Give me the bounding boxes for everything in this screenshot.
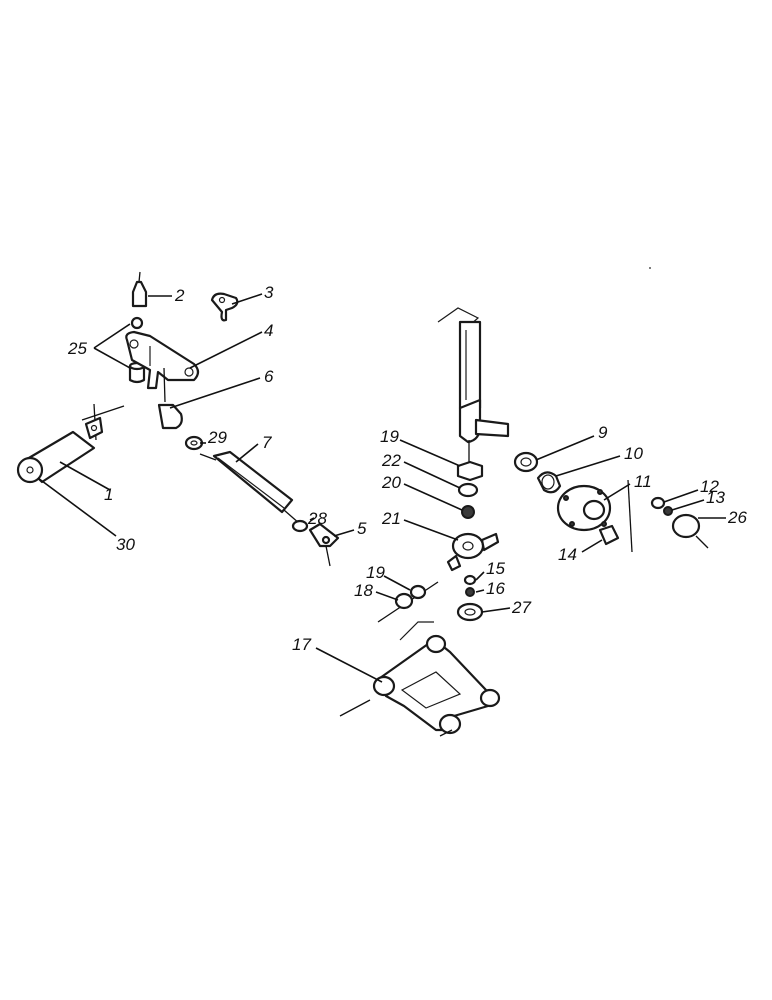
label-part-11: 11 [634, 472, 652, 491]
label-part-14: 14 [558, 545, 577, 564]
part-19-nut [456, 460, 484, 482]
part-14-bearing [598, 524, 620, 546]
part-29-washer [184, 435, 204, 451]
part-2-pin [131, 271, 148, 308]
part-7-tie-rod [199, 450, 301, 525]
label-part-13: 13 [706, 488, 725, 507]
part-17-a-arm [339, 621, 501, 737]
label-part-18: 18 [354, 581, 373, 600]
label-part-2: 2 [174, 286, 185, 305]
part-22-ring [457, 482, 479, 498]
part-9-washer [513, 451, 539, 473]
label-part-7: 7 [262, 433, 272, 452]
part-20-bushing [461, 505, 475, 519]
part-5-ball-joint [308, 522, 340, 567]
label-part-29: 29 [207, 428, 227, 447]
label-part-28: 28 [307, 509, 327, 528]
label-part-1: 1 [104, 485, 113, 504]
part-4-steering-arm [125, 330, 200, 390]
part-10-bearing [536, 471, 562, 494]
part-3-clip [210, 292, 239, 322]
axle-housing [437, 307, 510, 462]
label-part-21: 21 [381, 509, 401, 528]
part-18-part-19 [377, 581, 439, 623]
label-part-3: 3 [264, 283, 274, 302]
label-part-17: 17 [292, 635, 311, 654]
part-28-washer [291, 519, 309, 533]
label-part-5: 5 [357, 519, 367, 538]
part-27-seal [456, 602, 484, 622]
label-part-16: 16 [486, 579, 505, 598]
label-part-30: 30 [116, 535, 135, 554]
label-part-26: 26 [727, 508, 747, 527]
label-part-25: 25 [67, 339, 87, 358]
part-15-part-16 [463, 574, 477, 597]
label-part-4: 4 [264, 321, 273, 340]
part-21-knuckle [446, 532, 500, 572]
leader-lines [37, 293, 726, 683]
part-1-cylinder [16, 403, 125, 484]
label-part-27: 27 [511, 598, 531, 617]
part-12-part-13 [650, 496, 673, 516]
part-6-pin [157, 367, 183, 430]
label-part-15: 15 [486, 559, 505, 578]
label-part-10: 10 [624, 444, 643, 463]
label-part-19-lower: 19 [366, 563, 385, 582]
part-11-hub [556, 479, 633, 553]
label-part-22: 22 [381, 451, 401, 470]
part-26-hub-cap [671, 513, 709, 549]
label-part-12: 12 [700, 477, 719, 496]
stray-mark [649, 267, 651, 269]
label-part-6: 6 [264, 367, 274, 386]
label-part-20: 20 [381, 473, 401, 492]
part-number-labels: 1 2 3 4 5 6 7 9 10 11 12 13 14 15 16 17 … [67, 283, 747, 654]
label-part-19-upper: 19 [380, 427, 399, 446]
label-part-9: 9 [598, 423, 608, 442]
